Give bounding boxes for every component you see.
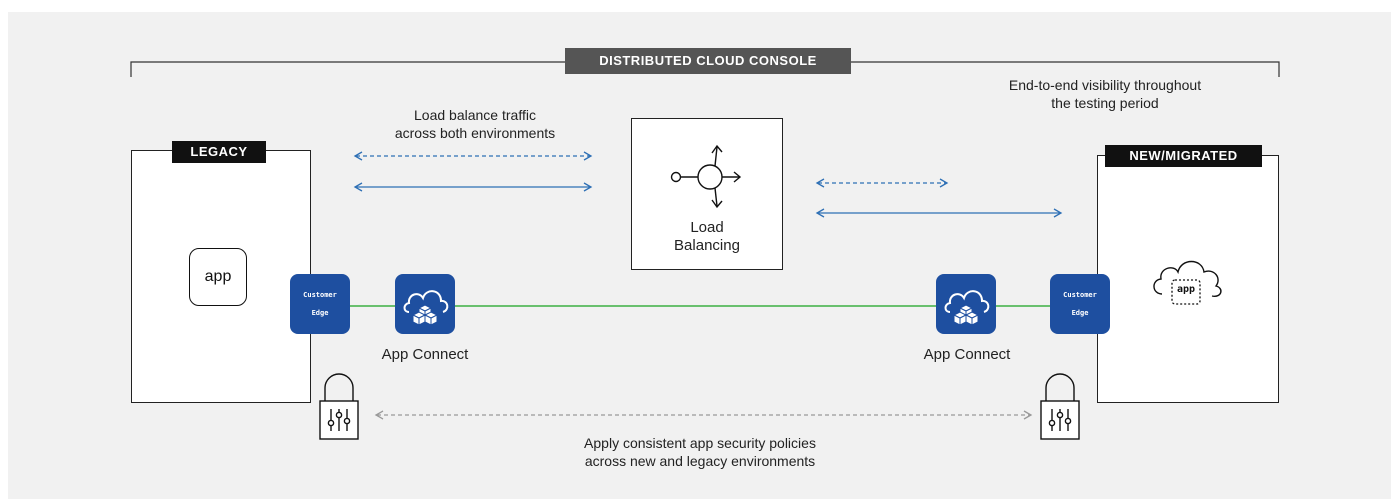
cloud-cubes-icon: [944, 290, 990, 326]
visibility-note-line2: the testing period: [1051, 95, 1159, 111]
legacy-label: LEGACY: [172, 141, 266, 163]
console-label: DISTRIBUTED CLOUD CONSOLE: [565, 48, 851, 74]
load-balancing-label: Load Balancing: [632, 219, 782, 255]
customer-edge-left: Customer Edge: [290, 274, 350, 334]
lock-policy-icon-right: [1040, 373, 1080, 440]
app-connect-right-label: App Connect: [923, 346, 1011, 363]
visibility-note: End-to-end visibility throughout the tes…: [940, 76, 1270, 112]
load-balancing-line1: Load: [690, 219, 724, 236]
left-dashed-arrow: [353, 151, 593, 161]
visibility-note-line1: End-to-end visibility throughout: [1008, 77, 1202, 93]
new-migrated-environment-box: [1097, 155, 1279, 403]
app-connect-left: [395, 274, 455, 334]
cloud-icon: [1153, 260, 1222, 305]
load-balance-note-line2: across both environments: [394, 125, 556, 141]
security-note-line1: Apply consistent app security policies: [584, 435, 816, 451]
load-balance-note-line1: Load balance traffic: [414, 107, 536, 123]
security-note-line2: across new and legacy environments: [584, 453, 816, 469]
legacy-app-box: app: [189, 248, 247, 306]
customer-edge-right-line1: Customer: [1063, 290, 1097, 299]
customer-edge-left-line2: Edge: [311, 308, 329, 317]
cloud-app-label: app: [1176, 284, 1196, 295]
security-dashed-arrow: [374, 410, 1033, 420]
customer-edge-right: Customer Edge: [1050, 274, 1110, 334]
new-migrated-label: NEW/MIGRATED: [1105, 145, 1262, 167]
cloud-app-icon: app: [1148, 250, 1228, 310]
load-balance-note: Load balance traffic across both environ…: [360, 106, 590, 142]
lock-policy-icon-left: [319, 373, 359, 440]
legacy-environment-box: [131, 150, 311, 403]
right-dashed-arrow: [815, 178, 949, 188]
app-connect-right: [936, 274, 996, 334]
customer-edge-right-line2: Edge: [1071, 308, 1089, 317]
load-balancing-box: Load Balancing: [631, 118, 783, 270]
cloud-cubes-icon: [403, 290, 449, 326]
security-note: Apply consistent app security policies a…: [500, 434, 900, 470]
right-solid-arrow: [815, 208, 1063, 218]
load-balancing-line2: Balancing: [674, 237, 740, 254]
app-connect-left-label: App Connect: [381, 346, 469, 363]
customer-edge-left-line1: Customer: [303, 290, 337, 299]
left-solid-arrow: [353, 182, 593, 192]
load-balancer-icon: [670, 144, 742, 209]
